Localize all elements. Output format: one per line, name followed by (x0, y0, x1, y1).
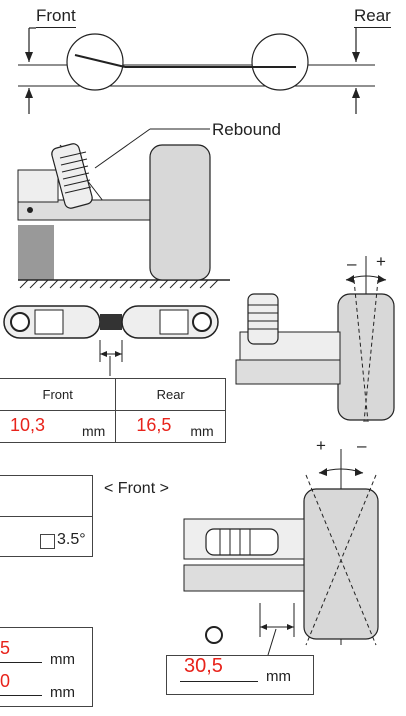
front-camber-diagram (183, 449, 379, 655)
rear-camber-diagram (235, 256, 395, 423)
front-value: 10,3 (10, 415, 46, 435)
bottom-left-underline-2 (0, 695, 42, 696)
option-box (0, 475, 93, 557)
front-camber-plus-label: + (316, 436, 326, 455)
bottom-left-box (0, 627, 93, 707)
rear-label: Rear (354, 6, 391, 28)
rear-unit: mm (190, 423, 214, 439)
option-box-divider (0, 516, 92, 517)
rebound-diagram (17, 128, 230, 289)
front-value-cell: 10,3 mm (0, 410, 117, 443)
rear-value-cell: 16,5 mm (115, 410, 226, 443)
bottom-left-underline-1 (0, 662, 42, 663)
front-label: Front (36, 6, 76, 28)
front-section-label: < Front > (104, 480, 169, 497)
bottom-left-value-1: 5 (0, 638, 11, 658)
turnbuckle-diagram (3, 305, 219, 376)
checkbox-label: 3.5° (57, 531, 86, 548)
checkbox-3-5[interactable] (40, 534, 55, 549)
rebound-label: Rebound (212, 120, 282, 139)
bottom-left-value-2: 0 (0, 671, 11, 691)
rear-value: 16,5 (136, 415, 172, 435)
ride-height-diagram (18, 27, 375, 114)
turnbuckle-length-table: Front Rear 10,3 mm 16,5 mm (0, 378, 226, 443)
table-header-front: Front (0, 378, 117, 411)
rear-camber-minus-label: – (347, 254, 357, 273)
bottom-right-box (166, 655, 314, 695)
rear-camber-plus-label: + (376, 252, 386, 271)
front-camber-minus-label: – (357, 436, 367, 455)
table-header-rear: Rear (115, 378, 226, 411)
bottom-right-underline (180, 681, 258, 682)
front-unit: mm (82, 423, 106, 439)
bottom-left-unit-2: mm (50, 684, 75, 701)
bottom-right-value: 30,5 (184, 655, 223, 677)
bottom-right-unit: mm (266, 668, 291, 685)
bottom-left-unit-1: mm (50, 651, 75, 668)
